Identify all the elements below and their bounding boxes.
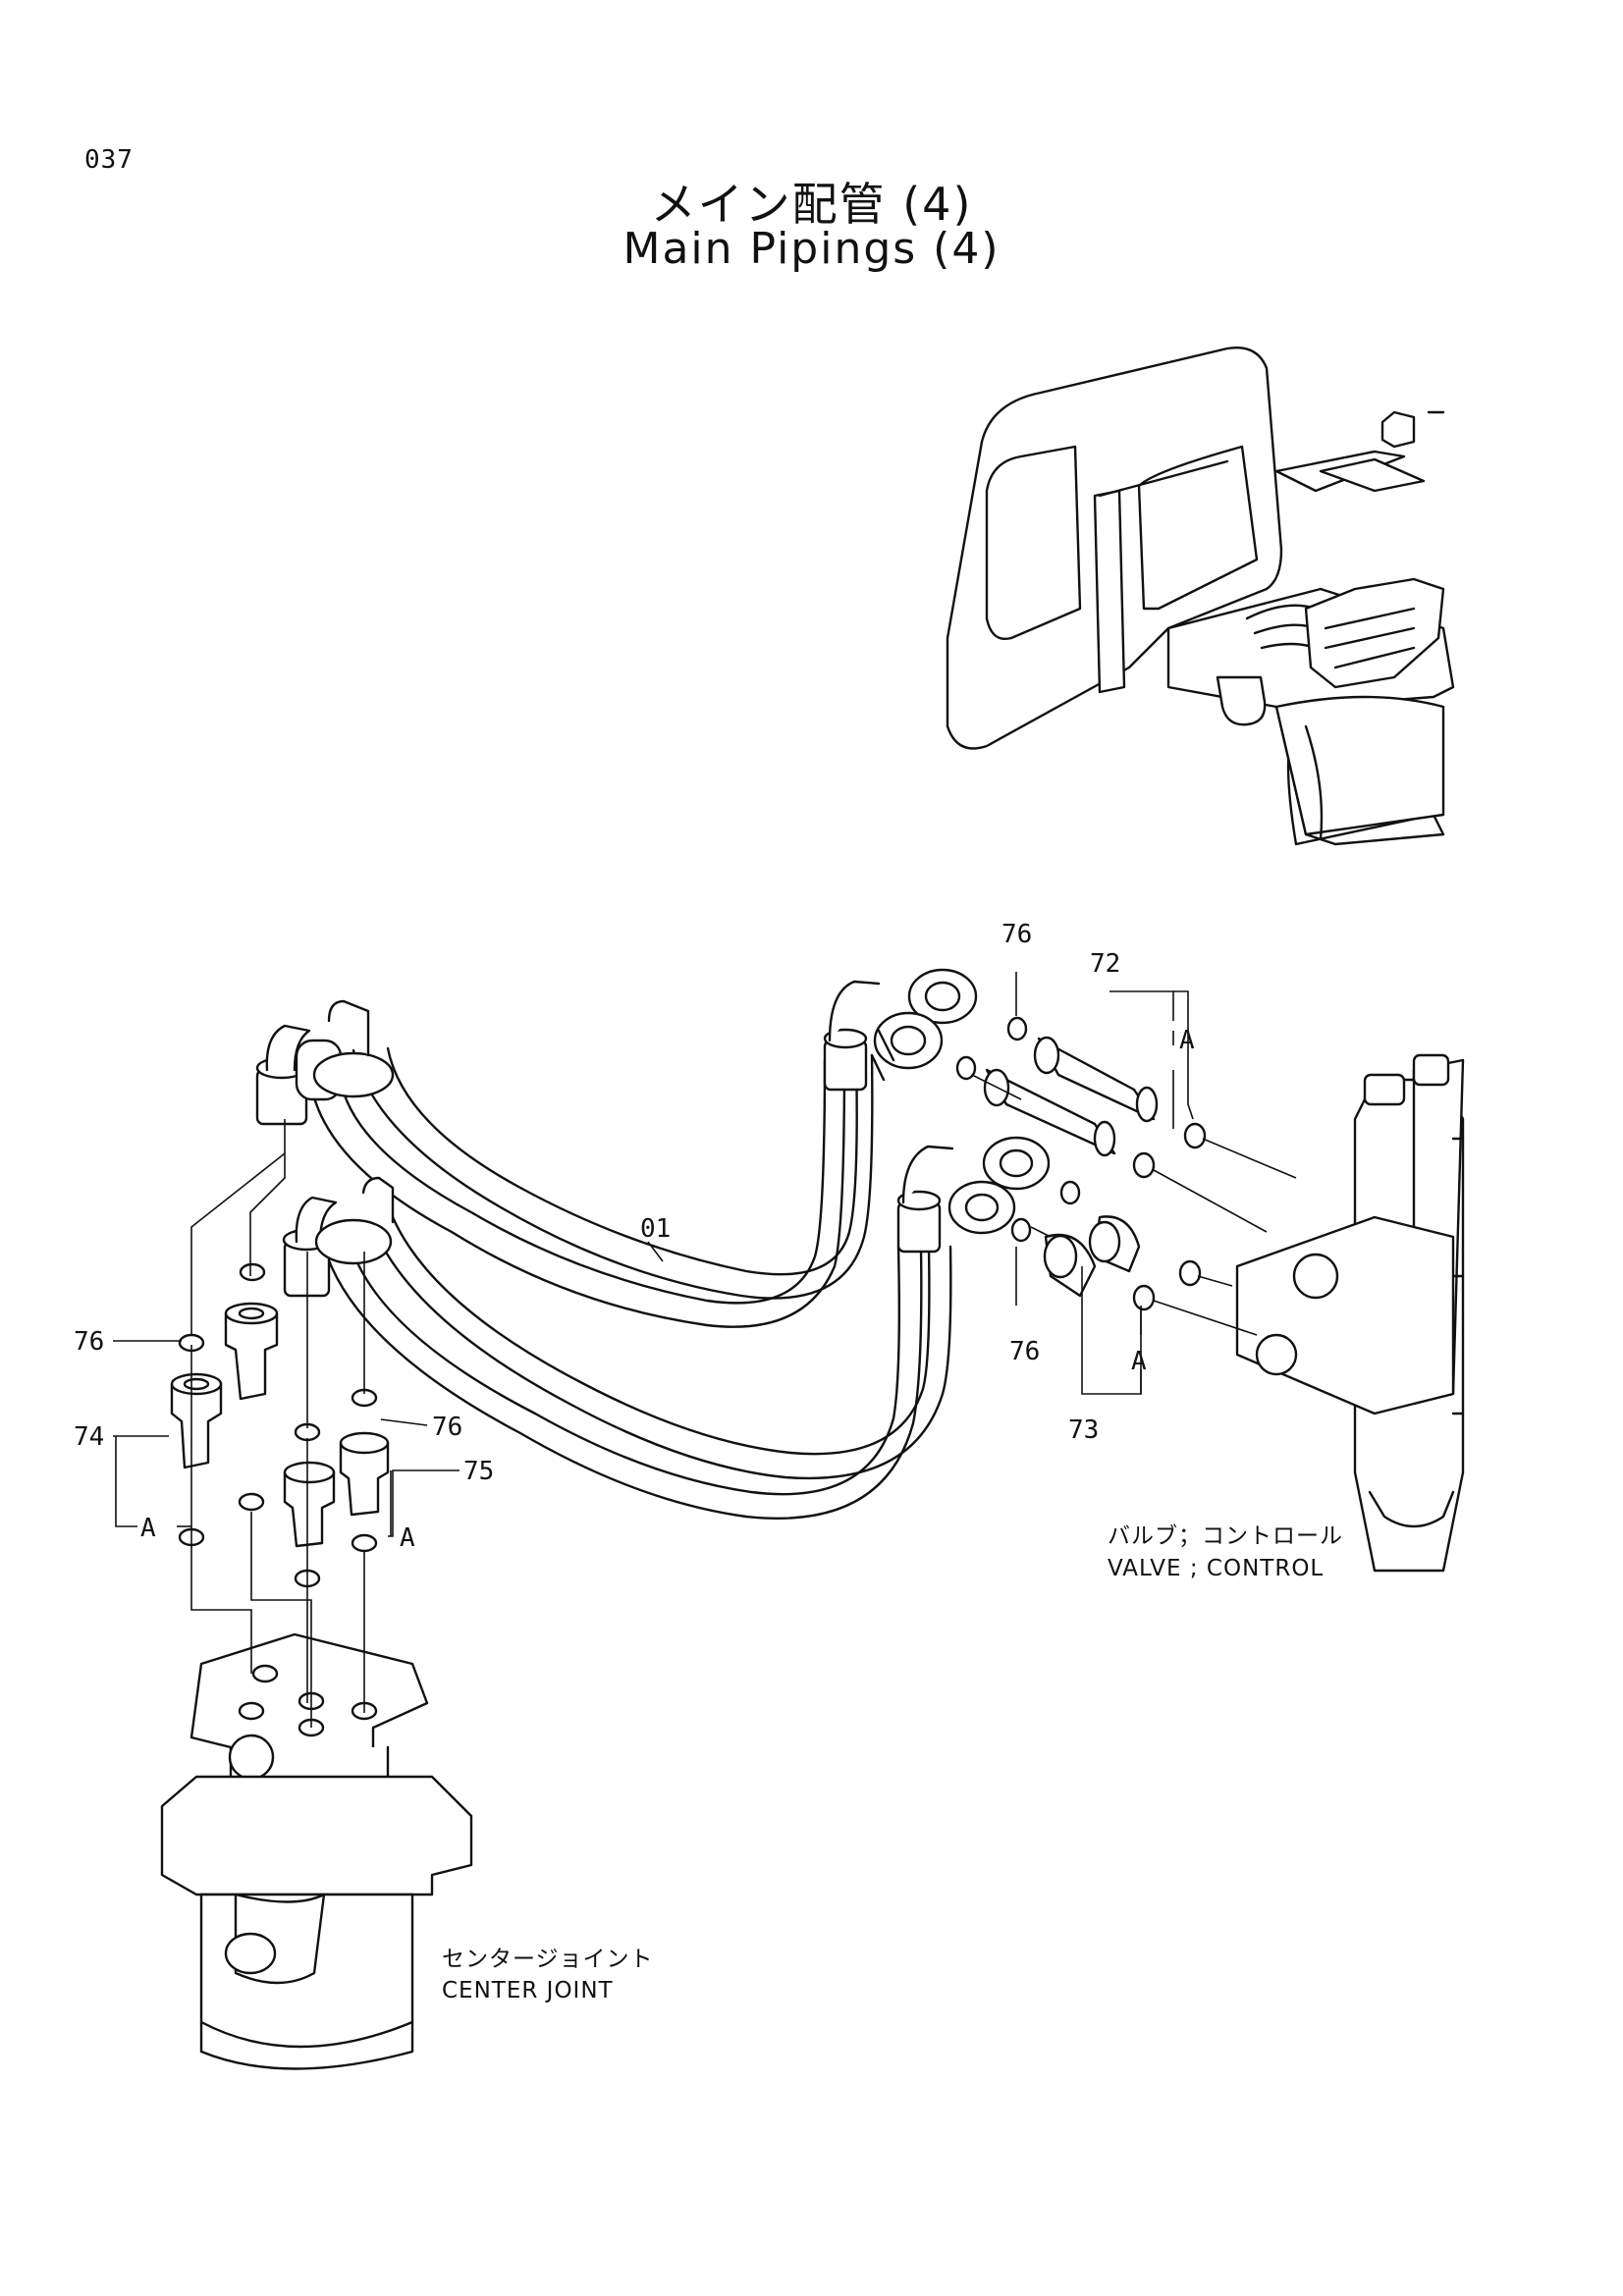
center-joint-label-jp: センタージョイント [442, 1947, 654, 1972]
callout-74: 74 [74, 1422, 104, 1452]
detail-marker-a-joint-right: A [400, 1523, 415, 1553]
callout-75: 75 [463, 1457, 494, 1486]
valve-adapters [983, 1036, 1159, 1298]
detail-marker-a-valve-upper: A [1179, 1026, 1195, 1055]
excavator-overview-illustration [946, 347, 1455, 846]
control-valve-label-jp: バルブ；コントロール [1108, 1523, 1343, 1549]
callout-76-middle: 76 [432, 1413, 462, 1442]
page-number: 037 [84, 145, 134, 175]
callout-76-left: 76 [74, 1327, 104, 1357]
center-joint-illustration [160, 1632, 473, 2070]
callout-72: 72 [1090, 949, 1120, 979]
callout-73: 73 [1068, 1415, 1099, 1445]
callout-01: 01 [640, 1214, 671, 1244]
page-title-japanese: メイン配管 (4) [650, 178, 973, 231]
detail-marker-a-valve-lower: A [1131, 1347, 1147, 1376]
control-valve-illustration [1235, 1053, 1465, 1573]
leader-lines [113, 972, 1297, 1728]
center-joint-label-en: CENTER JOINT [442, 1978, 614, 2003]
joint-adapters [170, 1302, 390, 1548]
hose-assembly [255, 968, 1051, 1520]
detail-marker-a-joint-left: A [140, 1514, 156, 1543]
callout-76-right: 76 [1009, 1337, 1040, 1366]
callout-76-top: 76 [1001, 920, 1032, 949]
control-valve-label-en: VALVE ; CONTROL [1108, 1556, 1324, 1581]
page-title-english: Main Pipings (4) [622, 224, 1001, 274]
